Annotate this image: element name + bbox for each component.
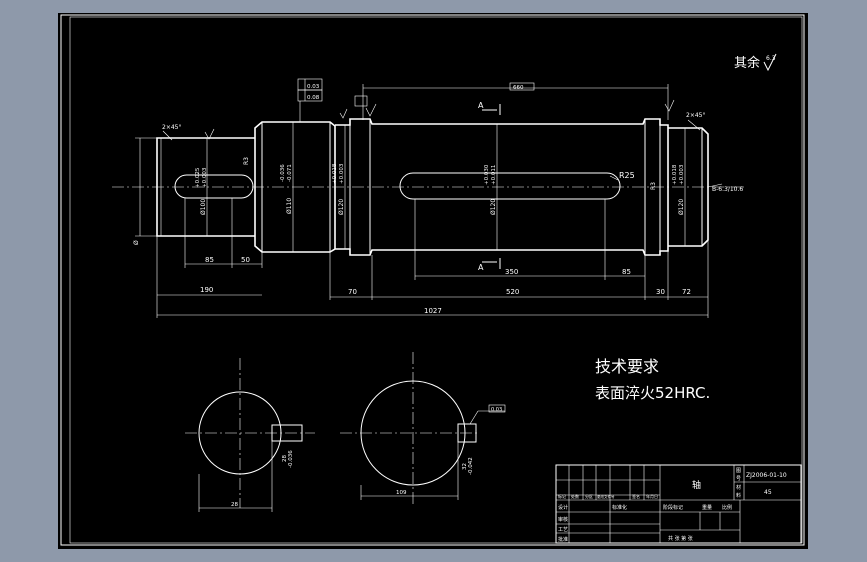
tech-requirements: 技术要求 表面淬火52HRC. xyxy=(595,357,710,402)
chamfer-left-label: 2×45° xyxy=(162,124,181,131)
section-right-tag: 0.03 xyxy=(491,407,502,413)
section-right-tag-box xyxy=(488,404,506,413)
col-header-5: 签名 xyxy=(632,493,640,499)
roughness-value: 6.3 xyxy=(766,55,776,62)
dim-520: 520 xyxy=(506,288,519,296)
drawing-border xyxy=(60,14,805,546)
radius-label: R25 xyxy=(619,171,635,180)
tol-4-upper: +0.030 xyxy=(484,164,490,185)
col-header-4: 更改文件号 xyxy=(597,494,615,499)
section-left-tol: -0.036 xyxy=(288,450,294,468)
tol-5-lower: +0.003 xyxy=(679,164,685,185)
roughness-note-text: 其余 xyxy=(734,55,760,71)
length-dimensions: 85 50 350 85 190 70 520 30 72 xyxy=(156,198,709,318)
diameter-dimensions: Ø100 +0.025 +0.003 R3 Ø110 -0.036 -0.071… xyxy=(195,122,686,252)
dim-72: 72 xyxy=(682,288,691,296)
section-left-bottom-dim: 28 xyxy=(231,502,238,508)
roughness-mark-icon xyxy=(339,108,348,119)
scale-label: 比例 xyxy=(722,504,732,511)
roughness-note: 其余 6.3 xyxy=(734,53,777,72)
leader-line xyxy=(707,183,723,188)
angle-mark: Ø xyxy=(133,240,140,245)
section-right-bottom-dim: 109 xyxy=(396,490,407,496)
section-left-key-width: 28 xyxy=(282,455,288,462)
sheet-label: 共 张 第 张 xyxy=(668,535,693,542)
dim-70: 70 xyxy=(348,288,357,296)
dia-left-label: Ø100 xyxy=(200,199,207,215)
row-label-approve: 批准 xyxy=(558,536,568,543)
drawing-frame xyxy=(69,16,803,544)
dim-overall: 1027 xyxy=(424,307,442,315)
section-view-right: 109 -0.042 32 0.03 xyxy=(340,352,506,505)
dim-top-box xyxy=(509,82,535,91)
drawing-sheet xyxy=(58,13,808,549)
dia-5-label: Ø120 xyxy=(678,199,685,215)
dim-top-label: 660 xyxy=(513,85,524,91)
roughness-symbol-icon xyxy=(763,53,777,72)
dim-85-left: 85 xyxy=(205,256,214,264)
tol-2-lower: -0.071 xyxy=(287,164,293,182)
roughness-mark-icon xyxy=(204,128,215,140)
dia-2-label: Ø110 xyxy=(286,198,293,214)
section-right-key-width: 32 xyxy=(462,463,468,470)
tol-3-lower: +0.003 xyxy=(339,163,345,184)
dim-30: 30 xyxy=(656,288,665,296)
tech-req-title: 技术要求 xyxy=(595,357,659,376)
tech-req-text: 表面淬火52HRC. xyxy=(595,384,710,402)
dim-190: 190 xyxy=(200,286,213,294)
section-view-left: 28 -0.036 28 xyxy=(185,358,315,512)
drawing-number: ZJ2006-01-10 xyxy=(746,472,787,479)
row-label-design: 设计 xyxy=(558,504,568,511)
dim-85-right: 85 xyxy=(622,268,631,276)
datum-box xyxy=(354,95,368,107)
dim-r3: R3 xyxy=(243,157,250,165)
dia-3-label: Ø120 xyxy=(338,199,345,215)
gdt-frame: 0.03 0.08 xyxy=(297,78,323,122)
shaft-main-view: A A 2×45° 2×45° R25 B-6.3/10.6 0.03 0.08 xyxy=(112,78,745,318)
row-label-process: 工艺 xyxy=(558,527,568,533)
shaft-outline xyxy=(156,118,709,256)
col-header-3: 分区 xyxy=(585,493,593,499)
section-label-top: A xyxy=(478,101,484,110)
part-name: 轴 xyxy=(692,479,701,491)
roughness-mark-icon xyxy=(365,103,377,117)
tol-5-upper: +0.018 xyxy=(672,164,678,185)
tol-2-upper: -0.036 xyxy=(280,164,286,182)
standard-label: 标准化 xyxy=(612,504,627,511)
title-block-border xyxy=(555,464,802,544)
dim-50: 50 xyxy=(241,256,250,264)
dim-r3-right: R3 xyxy=(650,182,657,190)
side-label-4: 料 xyxy=(736,492,741,499)
title-block: 轴 ZJ2006-01-10 45 图 号 材 料 标记 处数 分区 更改文件号… xyxy=(555,464,802,544)
row-label-review: 审核 xyxy=(558,516,568,523)
tol-left-lower: +0.003 xyxy=(202,167,208,188)
tol-4-lower: +0.011 xyxy=(491,165,497,185)
section-right-tol: -0.042 xyxy=(468,457,474,475)
chamfer-right-label: 2×45° xyxy=(686,112,705,119)
material: 45 xyxy=(764,489,772,496)
leader-line xyxy=(609,175,619,181)
col-header-6: 年月日 xyxy=(646,493,658,499)
section-label-bottom: A xyxy=(478,263,484,272)
side-label-3: 材 xyxy=(736,484,741,491)
stage-label: 阶段标记 xyxy=(663,504,683,511)
side-label-1: 图 xyxy=(736,468,741,474)
col-header-1: 标记 xyxy=(558,493,566,499)
leader-line xyxy=(469,410,479,425)
leader-line xyxy=(687,119,701,131)
side-label-2: 号 xyxy=(736,476,741,482)
col-header-2: 处数 xyxy=(571,493,579,499)
roughness-mark-icon xyxy=(664,99,675,112)
gdt-row1-value: 0.03 xyxy=(307,84,320,90)
weight-label: 重量 xyxy=(702,504,712,511)
dia-4-label: Ø120 xyxy=(490,199,497,215)
leader-line xyxy=(162,130,173,141)
tol-3-upper: +0.018 xyxy=(332,163,338,184)
gdt-row2-value: 0.08 xyxy=(307,95,320,101)
keyway-left xyxy=(174,174,254,199)
dim-350: 350 xyxy=(505,268,518,276)
tol-left-upper: +0.025 xyxy=(195,167,201,188)
center-hole-label: B-6.3/10.6 xyxy=(712,186,743,193)
